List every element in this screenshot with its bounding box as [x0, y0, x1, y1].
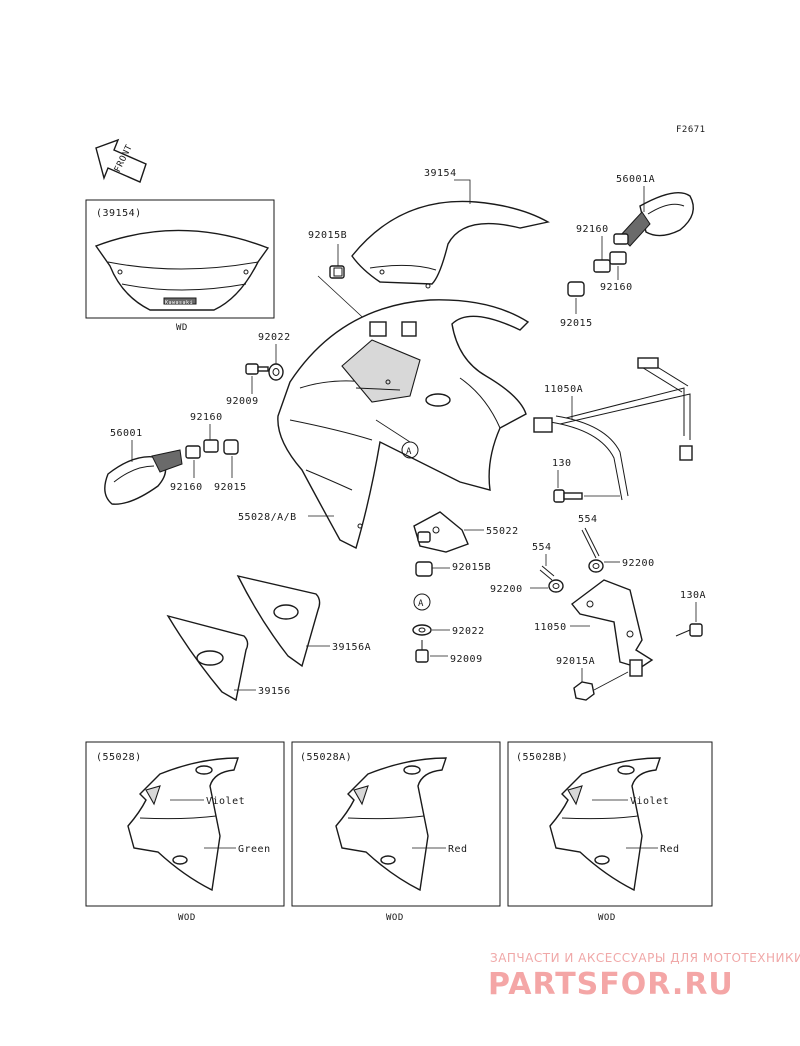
label-92022-low: 92022 [452, 626, 485, 637]
label-56001: 56001 [110, 428, 143, 439]
label-92015-left: 92015 [214, 482, 247, 493]
windshield-39154 [351, 200, 550, 289]
pin-554-a [581, 527, 600, 559]
mirror-right-56001A [613, 192, 694, 247]
label-92015-right: 92015 [560, 318, 593, 329]
stay-11050A [533, 357, 693, 501]
nut-92015A [573, 681, 595, 701]
label-554-a: 554 [578, 514, 598, 525]
windshield-brand: Kawasaki [165, 300, 193, 306]
bolt-92009-top [245, 363, 269, 375]
watermark-tagline: ЗАПЧАСТИ И АКСЕССУАРЫ ДЛЯ МОТОТЕХНИКИ [490, 951, 800, 965]
variant-3-note: WOD [598, 913, 616, 923]
label-39156: 39156 [258, 686, 291, 697]
variant-1-upper: Violet [206, 796, 245, 807]
washer-92160-r2 [609, 251, 627, 265]
variant-3-lower: Red [660, 844, 680, 855]
label-130A: 130A [680, 590, 706, 601]
variant-box-2: (55028A) Red [291, 741, 501, 907]
bolt-130A [675, 623, 703, 637]
washer-92022-low [412, 624, 432, 636]
variant-box-3: (55028B) Violet Red [507, 741, 713, 907]
label-92022-top: 92022 [258, 332, 291, 343]
label-92015B-top: 92015B [308, 230, 347, 241]
label-92009-low: 92009 [450, 654, 483, 665]
washer-92160-l1 [185, 445, 201, 459]
callout-a-lower: A [413, 593, 431, 611]
cowling-55028 [277, 299, 530, 550]
label-92009-top: 92009 [226, 396, 259, 407]
variant-1-lower: Green [238, 844, 271, 855]
label-55022: 55022 [486, 526, 519, 537]
mirror-left-56001 [104, 449, 183, 505]
nut-92015-left [223, 439, 239, 455]
label-92015A: 92015A [556, 656, 595, 667]
nut-92015B-low [415, 561, 433, 577]
variant-3-upper: Violet [630, 796, 669, 807]
washer-92160-l2 [203, 439, 219, 453]
variant-box-1: (55028) Violet Green [85, 741, 285, 907]
variant-2-note: WOD [386, 913, 404, 923]
label-92160-r2: 92160 [600, 282, 633, 293]
label-39156A: 39156A [332, 642, 371, 653]
variant-1-note: WOD [178, 913, 196, 923]
label-11050A: 11050A [544, 384, 583, 395]
variant-2-lower: Red [448, 844, 468, 855]
front-arrow-icon: FRONT [95, 138, 147, 183]
label-92200-a: 92200 [622, 558, 655, 569]
bolt-92009-low [415, 640, 429, 663]
label-55028: 55028/A/B [238, 512, 297, 523]
label-554-b: 554 [532, 542, 552, 553]
bracket-55022 [413, 511, 469, 553]
label-92160-l1: 92160 [190, 412, 223, 423]
callout-a-upper-label: A [406, 447, 412, 457]
nut-92015B-top [329, 265, 345, 279]
figure-code: F2671 [676, 125, 706, 135]
bolt-130 [553, 489, 583, 503]
cover-39156 [166, 614, 249, 702]
windshield-inset: (39154) Kawasaki [85, 199, 275, 319]
variant-1-code: (55028) [96, 752, 142, 763]
label-39154: 39154 [424, 168, 457, 179]
label-92015B-low: 92015B [452, 562, 491, 573]
label-56001A: 56001A [616, 174, 655, 185]
watermark-logo: PARTSFOR.RU [488, 967, 734, 1002]
variant-3-code: (55028B) [516, 752, 568, 763]
washer-92022-top [268, 363, 284, 381]
inset-code: (39154) [96, 208, 142, 219]
label-92160-l2: 92160 [170, 482, 203, 493]
cover-39156A [236, 574, 321, 668]
label-11050: 11050 [534, 622, 567, 633]
variant-2-code: (55028A) [300, 752, 352, 763]
note-wd: WD [176, 323, 188, 333]
washer-92200-a [588, 559, 604, 573]
nut-92015-right [567, 281, 585, 297]
label-92200-b: 92200 [490, 584, 523, 595]
washer-92200-b [548, 579, 564, 593]
pin-554-b [539, 565, 555, 581]
stay-11050 [571, 579, 654, 677]
label-130: 130 [552, 458, 572, 469]
washer-92160-r1 [593, 259, 611, 273]
callout-a-lower-label: A [418, 599, 424, 609]
label-92160-r1: 92160 [576, 224, 609, 235]
